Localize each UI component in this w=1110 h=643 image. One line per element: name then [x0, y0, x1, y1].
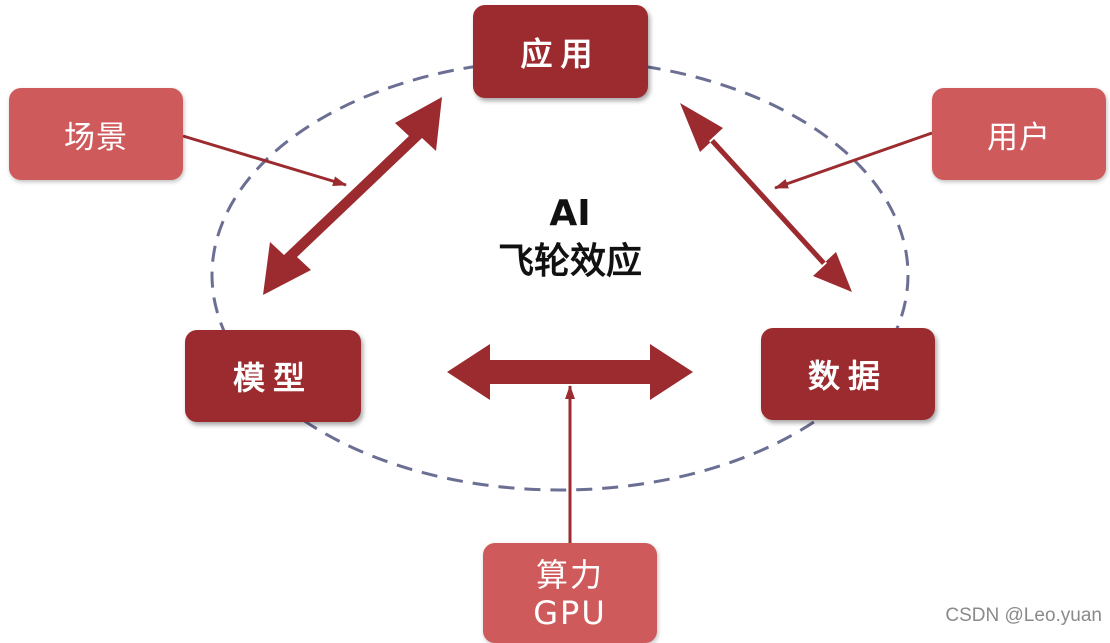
flywheel-dashed-ellipse	[210, 58, 910, 492]
node-compute: 算力 GPU	[483, 543, 657, 643]
center-title-line1: AI	[549, 193, 591, 234]
node-data-label: 数据	[807, 357, 888, 395]
node-user-label: 用户	[987, 119, 1051, 156]
node-data: 数据	[761, 328, 935, 420]
node-model-label: 模型	[232, 359, 313, 397]
node-app: 应用	[473, 5, 648, 98]
node-compute-label-line2: GPU	[533, 594, 607, 632]
center-title-line2: 飞轮效应	[497, 241, 642, 282]
node-scene: 场景	[9, 88, 183, 180]
node-app-label: 应用	[520, 34, 601, 73]
node-scene-label: 场景	[64, 119, 128, 156]
double-arrow-model-app	[263, 97, 442, 295]
double-arrow-app-data	[680, 103, 852, 292]
double-arrow-model-data	[447, 344, 693, 400]
node-compute-label-line1: 算力	[535, 556, 604, 594]
node-model: 模型	[185, 330, 361, 422]
node-user: 用户	[932, 88, 1106, 180]
center-title: AI 飞轮效应	[470, 190, 670, 286]
watermark-text: CSDN @Leo.yuan	[945, 605, 1102, 626]
arrow-scene-to-flow	[182, 134, 347, 187]
arrow-user-to-flow	[774, 131, 933, 190]
